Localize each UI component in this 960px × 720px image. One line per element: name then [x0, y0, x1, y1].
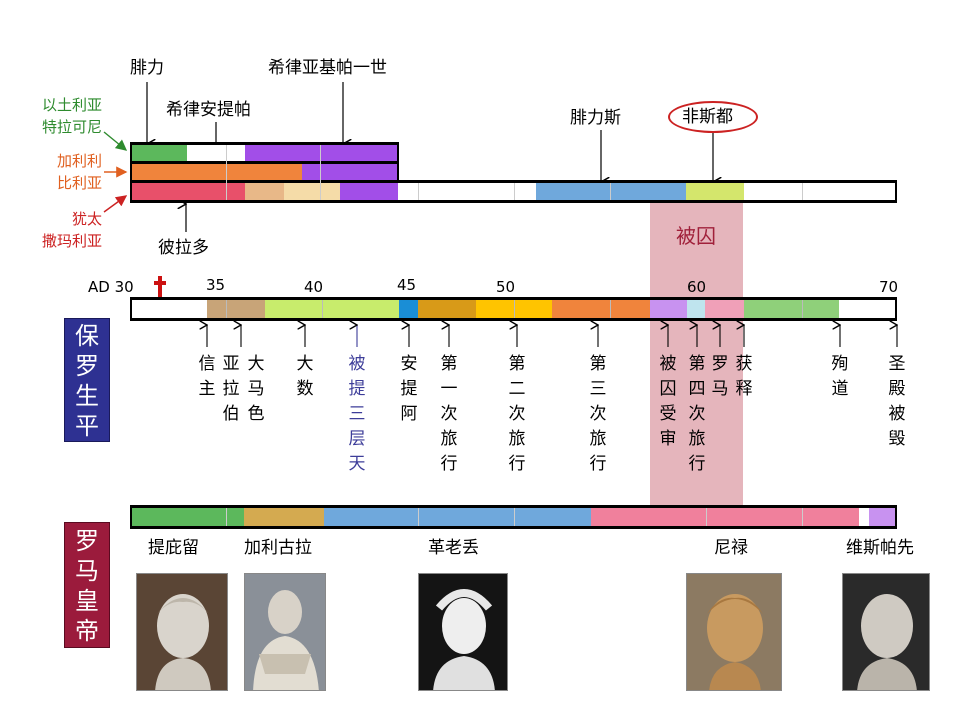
emperor-tiberius: 提庇留 [148, 538, 199, 558]
emperor-seg-caligula [244, 508, 324, 526]
portrait-caligula [244, 573, 326, 691]
event-journey-1: 第一次旅行 [440, 354, 458, 474]
event-third-heaven: 被提三层天 [348, 354, 366, 474]
festus-highlight-oval [668, 101, 758, 133]
bar-judea-agrippa [340, 183, 398, 200]
label-festus: 非斯都 [682, 107, 733, 127]
captivity-band [650, 200, 743, 505]
bar-judea-pilate [131, 183, 245, 200]
event-temple-destroyed: 圣殿被毁 [888, 354, 906, 449]
bar-ituraea-agrippa [245, 145, 398, 161]
portrait-claudius [418, 573, 508, 691]
arrow-ituraea [103, 131, 128, 151]
bar-galilee-agrippa [302, 164, 398, 180]
emperor-seg-tiberius [132, 508, 244, 526]
tick-35: 35 [206, 276, 226, 294]
label-herod-agrippa-1: 希律亚基帕一世 [268, 58, 387, 78]
emperor-seg-claudius [324, 508, 591, 526]
bar-judea-felix [536, 183, 686, 200]
top-arrows [103, 82, 960, 232]
captivity-label: 被囚 [676, 224, 716, 248]
paul-seg-after [839, 300, 895, 318]
tick-45: 45 [397, 276, 417, 294]
paul-seg-early [132, 300, 207, 318]
region-judea: 犹太 撒玛利亚 [41, 210, 102, 250]
tick-40: 40 [304, 278, 324, 296]
event-antioch: 安提阿 [400, 354, 418, 424]
bar-judea-marcellus [245, 183, 284, 200]
bar-judea-after [744, 183, 896, 200]
region-ituraea: 以土利亚 特拉可尼 [41, 96, 102, 136]
paul-seg-released [744, 300, 839, 318]
bar-judea-marullus [284, 183, 340, 200]
rome-title: 罗马皇帝 [75, 527, 99, 645]
event-arabia: 亚拉伯 [222, 354, 240, 424]
event-rome: 罗马 [711, 354, 729, 399]
emperor-seg-vespasian [869, 508, 895, 526]
paul-event-arrows [0, 315, 960, 347]
emperor-seg-nero [591, 508, 859, 526]
bar-ituraea-gap [187, 145, 245, 161]
paul-seg-antioch [399, 300, 418, 318]
region-galilee: 加利利 比利亚 [56, 152, 102, 192]
event-journey-2: 第二次旅行 [508, 354, 526, 474]
tick-70: 70 [879, 278, 899, 296]
rome-title-box: 罗马皇帝 [64, 522, 110, 648]
paul-seg-rome [705, 300, 744, 318]
paul-seg-journey1 [418, 300, 476, 318]
event-released: 获释 [735, 354, 753, 399]
label-philip: 腓力 [130, 58, 164, 78]
bar-judea-festus [686, 183, 744, 200]
bar-judea-procurators [398, 183, 536, 200]
event-damascus: 大马色 [247, 354, 265, 424]
tick-ad30: AD 30 [88, 278, 134, 296]
label-pilate: 彼拉多 [158, 238, 209, 258]
paul-title: 保罗生平 [75, 322, 99, 440]
emperor-vespasian: 维斯帕先 [846, 538, 914, 558]
paul-title-box: 保罗生平 [64, 318, 110, 442]
paul-seg-captivity [650, 300, 687, 318]
paul-seg-arabia [207, 300, 265, 318]
arrow-judea [103, 195, 128, 213]
paul-seg-journey3 [552, 300, 650, 318]
tick-60: 60 [687, 278, 707, 296]
emperor-caligula: 加利古拉 [244, 538, 312, 558]
portrait-vespasian [842, 573, 930, 691]
event-martyrdom: 殉道 [831, 354, 849, 399]
bar-galilee-antipas [131, 164, 302, 180]
emperor-claudius: 革老丢 [428, 538, 479, 558]
label-felix: 腓力斯 [570, 108, 621, 128]
tick-50: 50 [496, 278, 516, 296]
emperor-seg-gap [859, 508, 869, 526]
paul-seg-tarsus [265, 300, 399, 318]
event-conversion: 信主 [198, 354, 216, 399]
emperor-nero: 尼禄 [714, 538, 748, 558]
cross-icon [154, 276, 166, 298]
paul-seg-journey4 [687, 300, 705, 318]
label-herod-antipas: 希律安提帕 [166, 100, 251, 120]
event-captivity-trial: 被囚受审 [659, 354, 677, 449]
portrait-tiberius [136, 573, 228, 691]
event-journey-3: 第三次旅行 [589, 354, 607, 474]
event-tarsus: 大数 [296, 354, 314, 399]
portrait-nero [686, 573, 782, 691]
bar-ituraea-philip [131, 145, 187, 161]
event-journey-4: 第四次旅行 [688, 354, 706, 474]
